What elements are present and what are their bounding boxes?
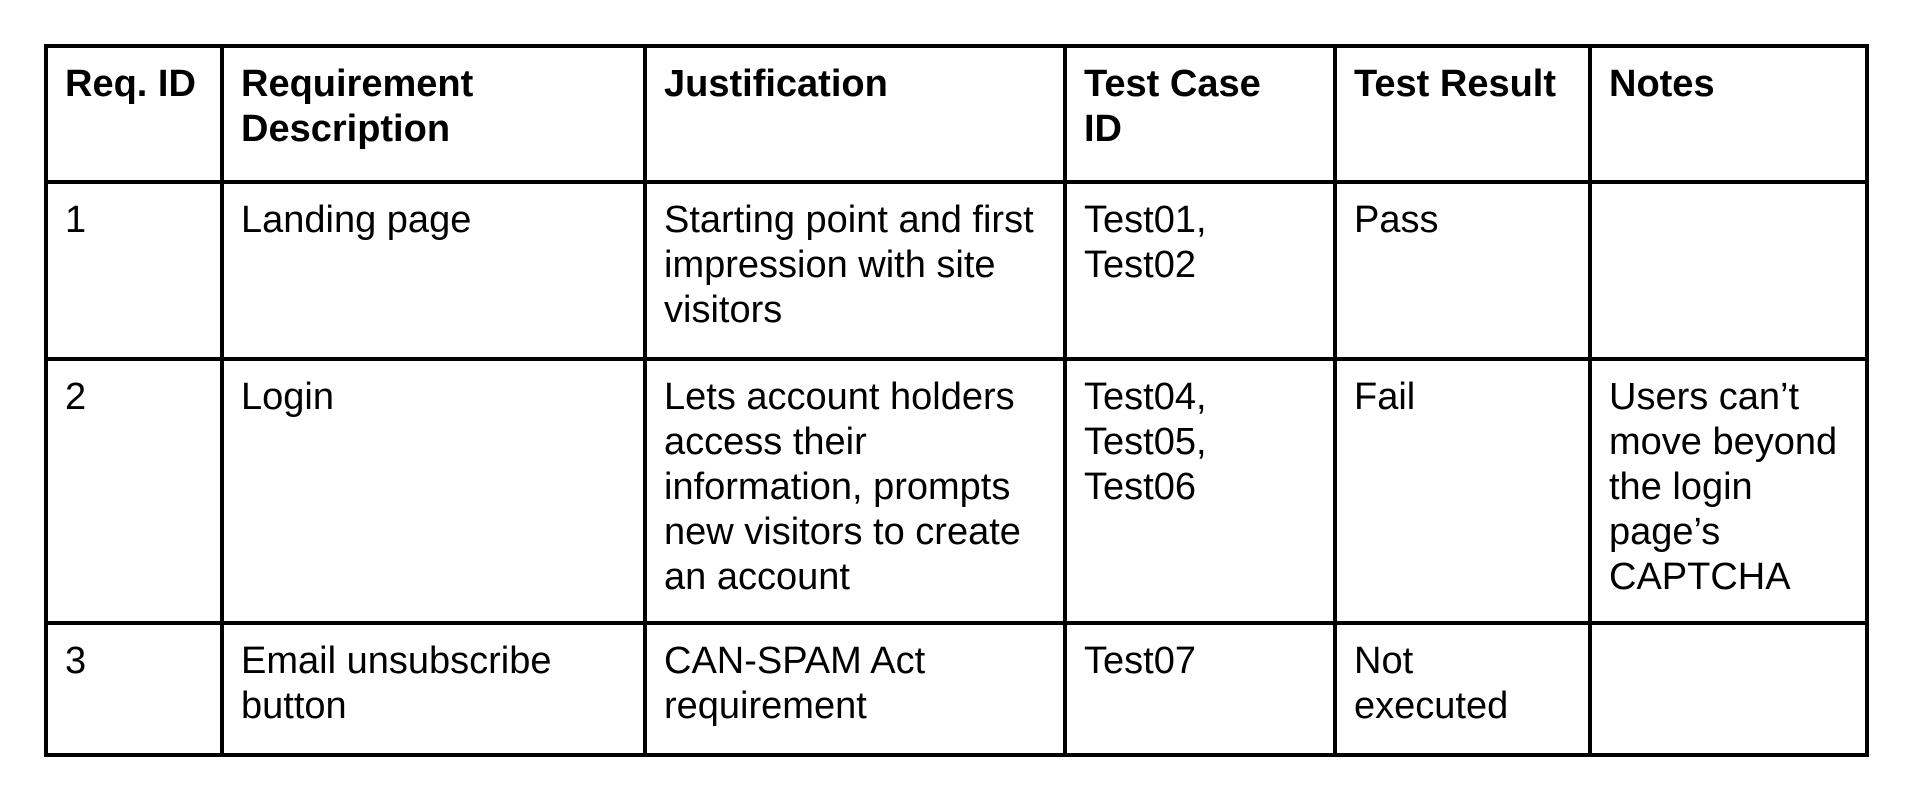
cell-notes: Users can’t move beyond the login page’s… bbox=[1588, 357, 1869, 625]
cell-test-result: Fail bbox=[1333, 357, 1592, 625]
cell-test-case-id: Test01, Test02 bbox=[1063, 180, 1337, 361]
table-header-row: Req. ID Requirement Description Justific… bbox=[44, 44, 1869, 184]
table-row: 2 Login Lets account holders access thei… bbox=[44, 357, 1869, 625]
cell-requirement-description: Landing page bbox=[220, 180, 647, 361]
requirements-table: Req. ID Requirement Description Justific… bbox=[44, 44, 1869, 757]
cell-req-id: 2 bbox=[44, 357, 224, 625]
cell-test-result: Not executed bbox=[1333, 621, 1592, 757]
cell-justification: Starting point and first impression with… bbox=[643, 180, 1067, 361]
header-cell-test-result: Test Result bbox=[1333, 44, 1592, 184]
cell-req-id: 1 bbox=[44, 180, 224, 361]
header-cell-justification: Justification bbox=[643, 44, 1067, 184]
cell-test-result: Pass bbox=[1333, 180, 1592, 361]
cell-requirement-description: Email unsubscribe button bbox=[220, 621, 647, 757]
cell-justification: CAN-SPAM Act requirement bbox=[643, 621, 1067, 757]
cell-notes bbox=[1588, 180, 1869, 361]
table-row: 3 Email unsubscribe button CAN-SPAM Act … bbox=[44, 621, 1869, 757]
header-cell-notes: Notes bbox=[1588, 44, 1869, 184]
cell-notes bbox=[1588, 621, 1869, 757]
cell-requirement-description: Login bbox=[220, 357, 647, 625]
header-cell-requirement-description: Requirement Description bbox=[220, 44, 647, 184]
header-cell-req-id: Req. ID bbox=[44, 44, 224, 184]
cell-req-id: 3 bbox=[44, 621, 224, 757]
cell-test-case-id: Test04, Test05, Test06 bbox=[1063, 357, 1337, 625]
header-cell-test-case-id: Test Case ID bbox=[1063, 44, 1337, 184]
table-row: 1 Landing page Starting point and first … bbox=[44, 180, 1869, 361]
cell-test-case-id: Test07 bbox=[1063, 621, 1337, 757]
cell-justification: Lets account holders access their inform… bbox=[643, 357, 1067, 625]
